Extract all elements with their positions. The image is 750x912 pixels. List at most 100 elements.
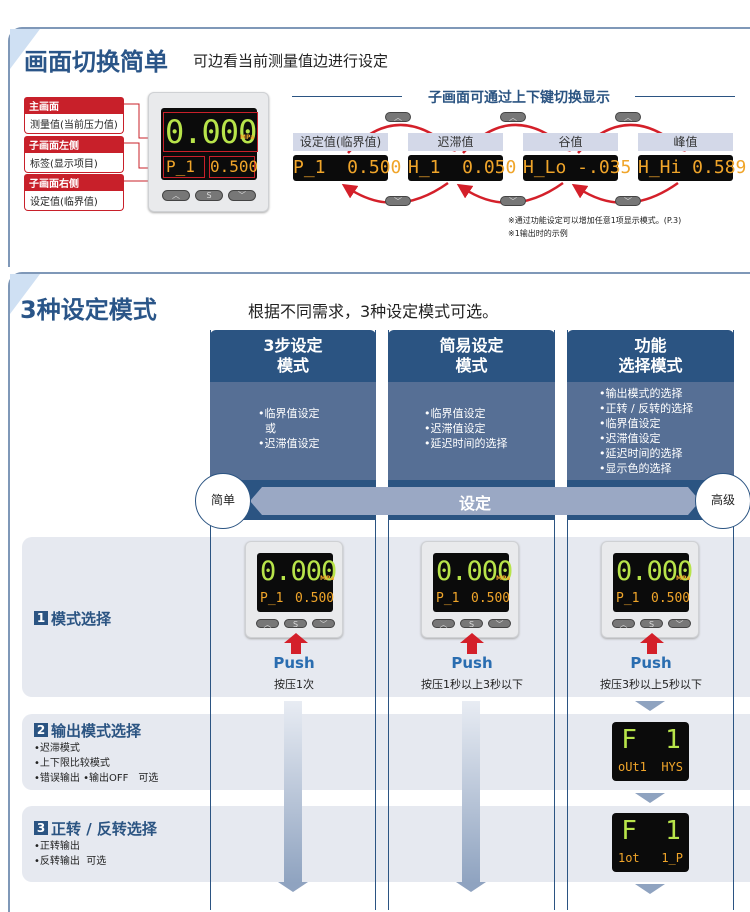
note: ※通过功能设定可以增加任意1项显示模式。(P.3) bbox=[508, 216, 682, 225]
sub-right-value: 0.500 bbox=[209, 156, 259, 178]
column-simple bbox=[388, 330, 555, 910]
row-item: •迟滞模式 bbox=[34, 743, 80, 754]
callout-desc: 测量值(当前压力值) bbox=[24, 114, 124, 134]
mode-title: 简易设定 bbox=[439, 336, 504, 355]
down-button[interactable]: ﹀ bbox=[228, 190, 256, 201]
set-button[interactable]: S bbox=[460, 619, 483, 629]
callout-desc: 设定值(临界值) bbox=[24, 191, 124, 211]
view-label: 设定值(临界值) bbox=[293, 133, 388, 151]
mode-item: •迟滞值设定 bbox=[424, 422, 486, 435]
main-display-value: 0.000 bbox=[163, 112, 259, 152]
mode-item: •迟滞值设定 bbox=[599, 432, 661, 445]
mode-title: 模式 bbox=[455, 356, 488, 375]
down-button[interactable]: ﹀ bbox=[312, 619, 335, 629]
mode-item: •正转 / 反转的选择 bbox=[599, 402, 694, 415]
sub-left-value: P_1 bbox=[616, 591, 640, 606]
divider bbox=[292, 96, 402, 97]
mode-title: 功能 bbox=[634, 336, 667, 355]
main-display-value: 0.000 bbox=[616, 556, 693, 587]
device-function: 0.000 MPa P_1 0.500 ︿ S ﹀ bbox=[601, 541, 701, 638]
up-key-1: ︿ bbox=[385, 112, 411, 122]
set-button[interactable]: S bbox=[284, 619, 307, 629]
corner-decoration bbox=[10, 29, 40, 69]
scale-simple: 简单 bbox=[195, 473, 251, 529]
column-3step bbox=[210, 330, 376, 910]
section1-title: 画面切换简单 bbox=[24, 48, 168, 76]
up-button[interactable]: ︿ bbox=[256, 619, 279, 629]
view-setpoint: 设定值(临界值) P_1 0.500 bbox=[293, 133, 401, 181]
step-number: 3 bbox=[34, 821, 48, 835]
unit-label: MPa bbox=[676, 575, 691, 582]
push-label: Push bbox=[630, 654, 672, 672]
row-title-text: 正转 / 反转选择 bbox=[51, 820, 157, 838]
flow-arrow-head-icon bbox=[278, 882, 308, 892]
lcd-top: F 1 bbox=[621, 725, 681, 755]
step-arrow-icon bbox=[635, 701, 665, 711]
up-button[interactable]: ︿ bbox=[612, 619, 635, 629]
view-hysteresis: 迟滞值 H_1 0.050 bbox=[408, 133, 516, 181]
lcd-bottom: oUt1 HYS bbox=[617, 760, 684, 774]
direction-display: F 1 1ot 1_P bbox=[612, 813, 689, 872]
push-desc: 按压1秒以上3秒以下 bbox=[421, 678, 523, 691]
sub-left-value: P_1 bbox=[260, 591, 284, 606]
note: ※1输出时的示例 bbox=[508, 229, 568, 238]
push-arrow-icon bbox=[640, 633, 664, 654]
notes: ※通过功能设定可以增加任意1项显示模式。(P.3) ※1输出时的示例 bbox=[508, 214, 681, 240]
unit-label: MPa bbox=[496, 575, 511, 582]
up-key-2: ︿ bbox=[500, 112, 526, 122]
sub-right-value: 0.500 bbox=[295, 591, 335, 606]
row-item: •上下限比较模式 bbox=[34, 758, 110, 769]
mode-item: •临界值设定 bbox=[258, 407, 320, 420]
callout-main: 主画面 测量值(当前压力值) bbox=[24, 97, 124, 134]
down-button[interactable]: ﹀ bbox=[668, 619, 691, 629]
up-key-3: ︿ bbox=[615, 112, 641, 122]
up-button[interactable]: ︿ bbox=[432, 619, 455, 629]
device-3step: 0.000 MPa P_1 0.500 ︿ S ﹀ bbox=[245, 541, 345, 638]
set-button[interactable]: S bbox=[195, 190, 223, 201]
mode-item: •延迟时间的选择 bbox=[424, 437, 508, 450]
set-button[interactable]: S bbox=[640, 619, 663, 629]
section-screen-switch bbox=[8, 27, 750, 267]
view-display: P_1 0.500 bbox=[293, 155, 401, 181]
mode-title: 选择模式 bbox=[618, 356, 683, 375]
lcd-bottom: 1ot 1_P bbox=[617, 851, 684, 865]
scale-advanced: 高级 bbox=[695, 473, 750, 529]
corner-decoration bbox=[10, 274, 40, 314]
main-display-value: 0.000 bbox=[260, 556, 337, 587]
mode-item: •迟滞值设定 bbox=[258, 437, 320, 450]
push-arrow-icon bbox=[460, 633, 484, 654]
divider bbox=[635, 96, 735, 97]
mode-title: 3步设定 bbox=[263, 336, 323, 355]
unit-label: MPa bbox=[320, 575, 335, 582]
down-key-2: ﹀ bbox=[500, 196, 526, 206]
mode-title: 模式 bbox=[276, 356, 309, 375]
callout-title: 子画面右侧 bbox=[24, 174, 124, 191]
lcd-top: F 1 bbox=[621, 816, 681, 846]
step-arrow-icon bbox=[635, 884, 665, 894]
row-title-text: 模式选择 bbox=[51, 610, 112, 628]
down-key-1: ﹀ bbox=[385, 196, 411, 206]
sub-left-value: P_1 bbox=[436, 591, 460, 606]
section-setting-modes bbox=[8, 272, 750, 912]
step-number: 2 bbox=[34, 723, 48, 737]
push-arrow-icon bbox=[284, 633, 308, 654]
section1-subtitle: 可边看当前测量值边进行设定 bbox=[193, 52, 389, 70]
push-desc: 按压1次 bbox=[274, 678, 314, 691]
up-button[interactable]: ︿ bbox=[162, 190, 190, 201]
step-arrow-icon bbox=[635, 793, 665, 803]
row-item: •反转输出 可选 bbox=[34, 856, 107, 867]
push-label: Push bbox=[273, 654, 315, 672]
sub-right-value: 0.500 bbox=[471, 591, 511, 606]
pressure-switch-device: 0.000 MPa P_1 0.500 ︿ S ﹀ bbox=[148, 92, 269, 212]
mode-item: •临界值设定 bbox=[599, 417, 661, 430]
unit-label: MPa bbox=[240, 134, 255, 141]
down-key-3: ﹀ bbox=[615, 196, 641, 206]
mode-item: •显示色的选择 bbox=[599, 462, 672, 475]
section2-title: 3种设定模式 bbox=[20, 296, 157, 324]
column-function bbox=[567, 330, 734, 910]
down-button[interactable]: ﹀ bbox=[488, 619, 511, 629]
switch-heading: 子画面可通过上下键切换显示 bbox=[428, 90, 610, 106]
view-label: 迟滞值 bbox=[408, 133, 503, 151]
row-item: •错误输出 •输出OFF 可选 bbox=[34, 773, 159, 784]
